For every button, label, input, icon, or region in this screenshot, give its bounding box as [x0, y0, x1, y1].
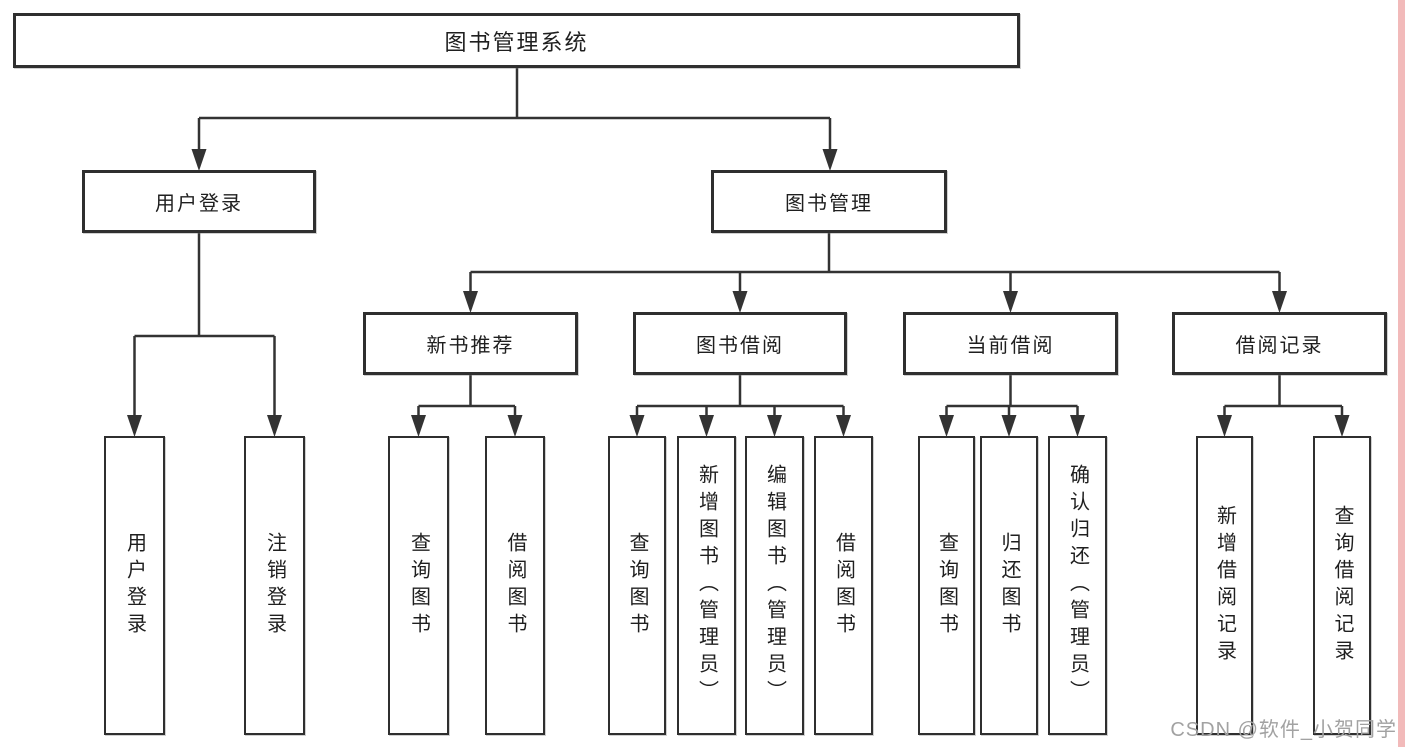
leaf-edit-books-admin: 编辑图书（管理员）	[745, 436, 804, 735]
leaf-label: 归还图书	[998, 531, 1020, 640]
leaf-user-login: 用户登录	[104, 436, 165, 735]
arrowheads	[127, 149, 1350, 437]
connector-records	[1223, 375, 1344, 433]
arrow-down-icon	[836, 415, 851, 437]
connector-user-login	[133, 233, 276, 433]
leaf-label: 确认归还（管理员）	[1066, 464, 1089, 707]
leaf-label: 借阅图书	[832, 531, 855, 640]
arrow-down-icon	[267, 415, 282, 437]
leaf-query-books-2: 查询图书	[608, 436, 666, 735]
arrow-down-icon	[629, 415, 645, 437]
leaf-label: 新增图书（管理员）	[695, 464, 718, 707]
node-library-system: 图书管理系统	[13, 13, 1020, 68]
leaf-query-borrow-record: 查询借阅记录	[1313, 436, 1371, 735]
leaf-query-books-1: 查询图书	[388, 436, 449, 735]
arrow-down-icon	[939, 415, 954, 437]
watermark: CSDN @软件_小贺同学	[1170, 719, 1397, 741]
leaf-label: 查询图书	[935, 531, 958, 640]
leaf-label: 查询借阅记录	[1331, 504, 1353, 667]
node-label: 图书借阅	[696, 335, 784, 357]
leaf-add-borrow-record: 新增借阅记录	[1196, 436, 1253, 735]
arrow-down-icon	[1334, 415, 1350, 437]
leaf-label: 查询图书	[626, 531, 648, 640]
leaf-label: 编辑图书（管理员）	[763, 464, 786, 707]
connector-borrow	[635, 375, 845, 433]
node-label: 图书管理系统	[444, 29, 589, 55]
arrow-down-icon	[1003, 291, 1018, 313]
connector-new-book	[417, 375, 517, 433]
arrow-down-icon	[507, 415, 523, 437]
leaf-confirm-return-admin: 确认归还（管理员）	[1048, 436, 1107, 735]
arrow-down-icon	[699, 415, 714, 437]
arrow-down-icon	[1272, 291, 1287, 313]
leaf-query-books-3: 查询图书	[918, 436, 975, 735]
node-label: 图书管理	[785, 193, 873, 215]
arrow-down-icon	[463, 291, 478, 313]
node-user-login: 用户登录	[82, 170, 316, 233]
node-label: 用户登录	[155, 193, 243, 215]
arrow-down-icon	[1001, 415, 1017, 437]
arrow-down-icon	[732, 291, 748, 313]
connector-root	[197, 68, 832, 167]
arrow-down-icon	[1070, 415, 1085, 437]
arrow-down-icon	[127, 415, 142, 437]
node-borrow-records: 借阅记录	[1172, 312, 1387, 375]
leaf-borrow-books-1: 借阅图书	[485, 436, 545, 735]
arrow-down-icon	[191, 149, 207, 171]
leaf-return-books: 归还图书	[980, 436, 1038, 735]
node-current-borrow: 当前借阅	[903, 312, 1118, 375]
leaf-label: 新增借阅记录	[1213, 504, 1236, 667]
arrow-down-icon	[411, 415, 426, 437]
leaf-logout: 注销登录	[244, 436, 305, 735]
leaf-borrow-books-2: 借阅图书	[814, 436, 873, 735]
node-book-management: 图书管理	[711, 170, 947, 233]
node-label: 当前借阅	[966, 335, 1055, 357]
node-book-borrow: 图书借阅	[633, 312, 847, 375]
connector-book-mgmt	[469, 233, 1281, 309]
leaf-label: 注销登录	[263, 531, 286, 640]
arrow-down-icon	[822, 149, 838, 171]
leaf-label: 借阅图书	[504, 531, 526, 640]
node-label: 新书推荐	[426, 335, 515, 357]
right-edge-strip	[1398, 0, 1405, 747]
leaf-label: 查询图书	[407, 531, 430, 640]
arrow-down-icon	[1217, 415, 1232, 437]
leaf-label: 用户登录	[123, 531, 146, 640]
node-label: 借阅记录	[1235, 335, 1324, 357]
arrow-down-icon	[767, 415, 782, 437]
node-new-book-recommend: 新书推荐	[363, 312, 578, 375]
leaf-add-books-admin: 新增图书（管理员）	[677, 436, 736, 735]
